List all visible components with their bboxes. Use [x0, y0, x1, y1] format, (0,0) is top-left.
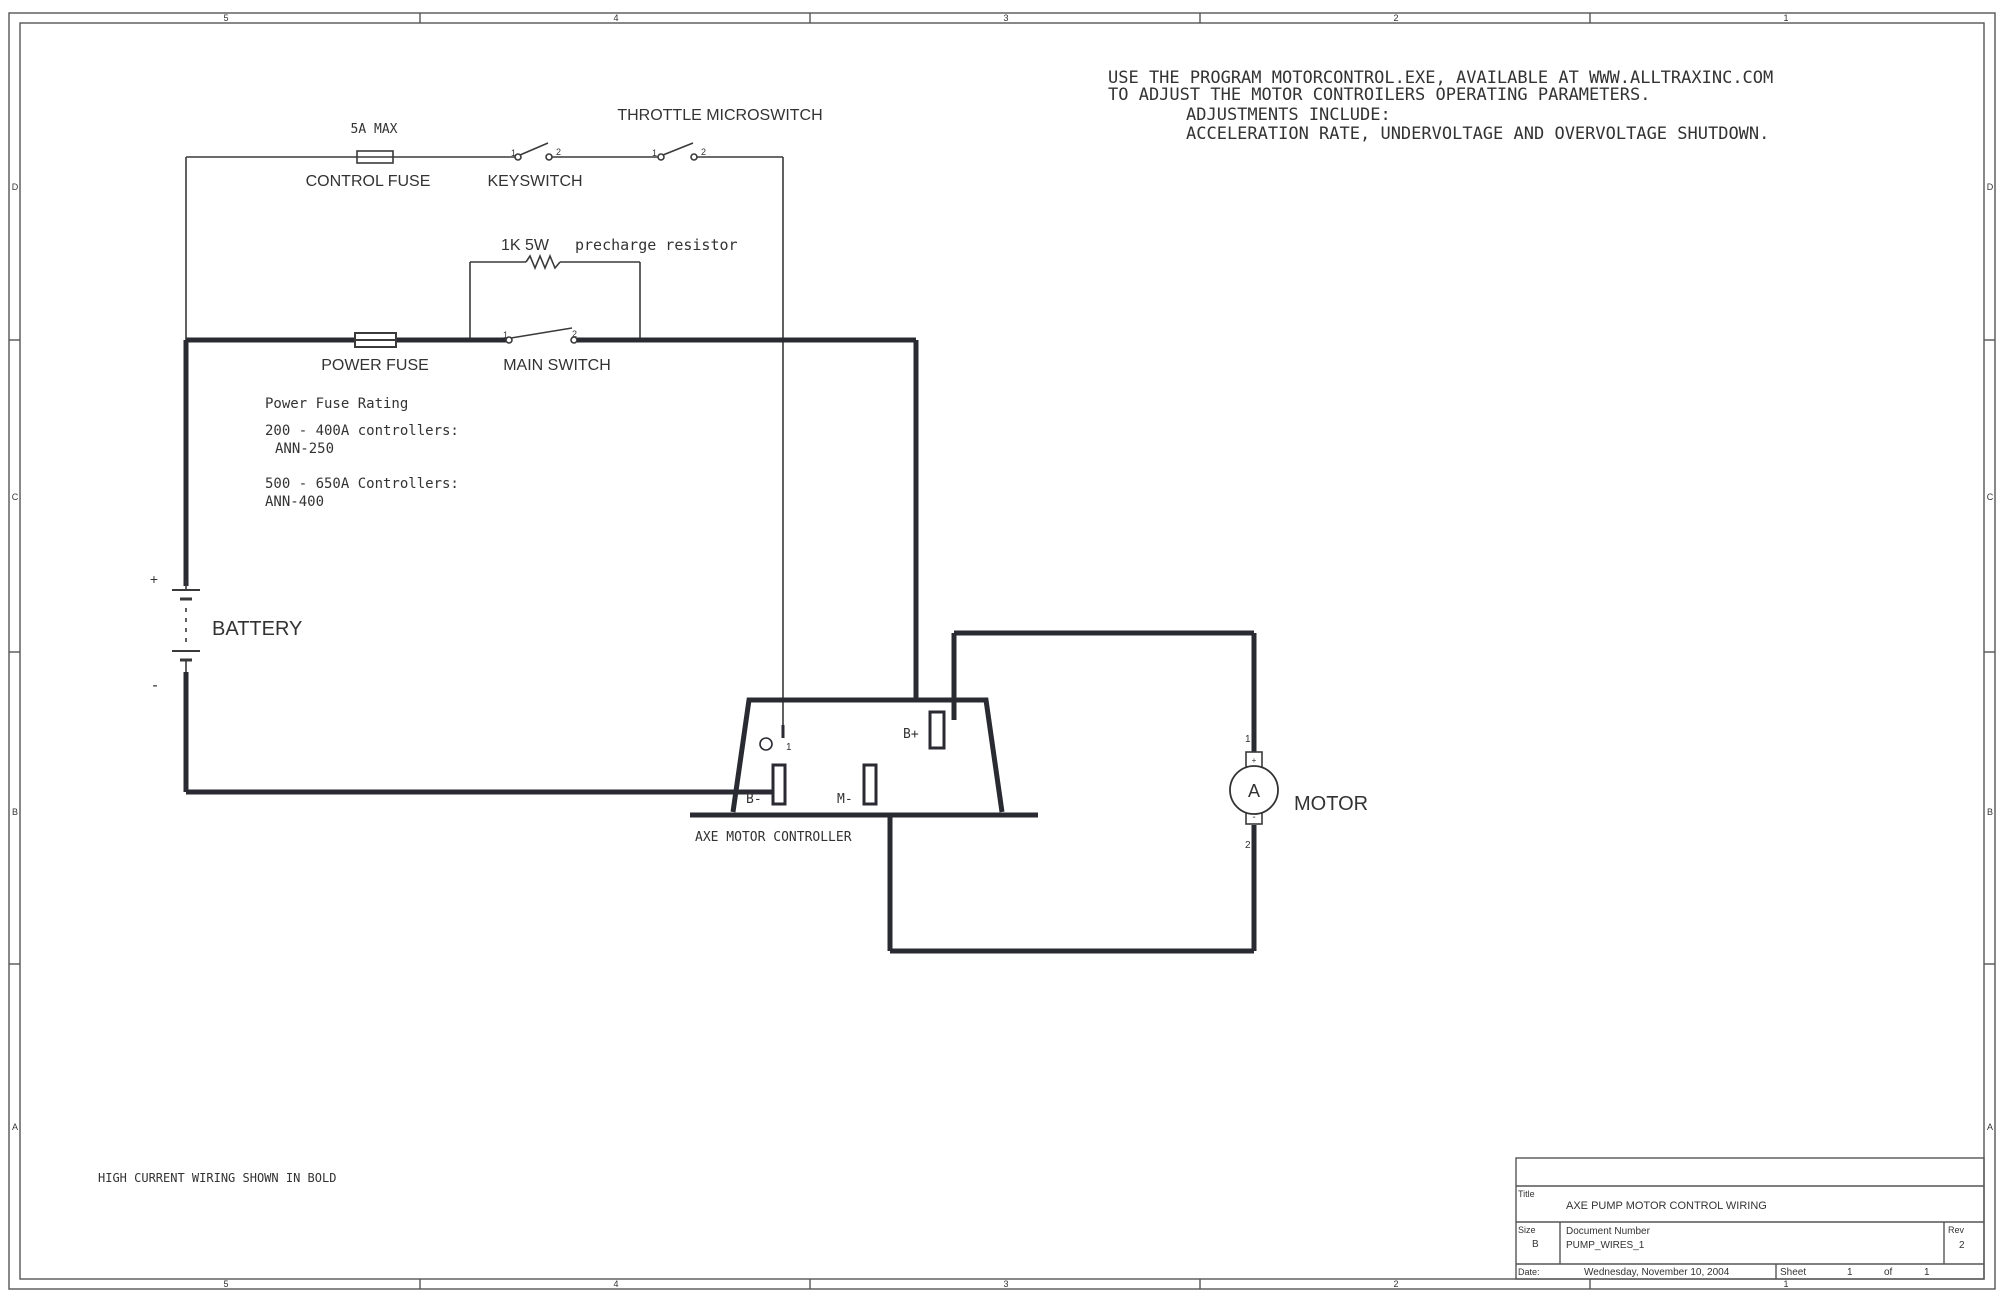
- border-row-label: D: [12, 182, 19, 192]
- keyswitch-symbol: [514, 142, 553, 161]
- title-block-rev-label: Rev: [1948, 1225, 1965, 1235]
- terminal-bplus: [928, 710, 946, 750]
- main-switch-symbol: [500, 327, 640, 344]
- switch-pin-label: 2: [572, 329, 577, 339]
- motor-symbol: [1229, 751, 1279, 825]
- fuse-rating-part: ANN-400: [265, 494, 324, 510]
- border-col-label: 4: [613, 1279, 618, 1289]
- title-block-title-label: Title: [1518, 1189, 1535, 1199]
- fuse-rating-title: Power Fuse Rating: [265, 396, 408, 412]
- terminal-bminus-label: B-: [746, 792, 762, 807]
- terminal-mminus: [862, 763, 878, 806]
- motor-symbol-label: A: [1248, 781, 1260, 801]
- motor-pin-label: 2: [1245, 840, 1251, 851]
- border-col-label: 4: [613, 13, 618, 23]
- note-line: ACCELERATION RATE, UNDERVOLTAGE AND OVER…: [1186, 124, 1769, 144]
- border-col-label: 3: [1003, 1279, 1008, 1289]
- motor-label: MOTOR: [1294, 793, 1368, 815]
- title-block-title: AXE PUMP MOTOR CONTROL WIRING: [1566, 1200, 1767, 1212]
- main-switch-label: MAIN SWITCH: [503, 357, 611, 374]
- border-row-label: A: [1987, 1122, 1993, 1132]
- program-notes: USE THE PROGRAM MOTORCONTROL.EXE, AVAILA…: [1108, 68, 1773, 144]
- border-col-label: 1: [1783, 13, 1788, 23]
- battery-symbol: [172, 580, 200, 672]
- drawing-frame: [8, 12, 1996, 1290]
- resistor-value-label: 1K 5W: [501, 237, 550, 254]
- title-block-date-label: Date:: [1518, 1267, 1540, 1277]
- motor-plus-label: +: [1252, 756, 1257, 765]
- title-block-sheet-label: Sheet: [1780, 1267, 1806, 1278]
- border-col-label: 5: [223, 13, 228, 23]
- border-row-label: A: [12, 1122, 18, 1132]
- battery-plus-label: +: [150, 571, 158, 587]
- keyswitch-label: KEYSWITCH: [487, 173, 582, 190]
- title-block-sheet: 1: [1847, 1267, 1853, 1278]
- battery-minus-label: -: [152, 677, 157, 694]
- border-row-label: C: [12, 492, 19, 502]
- resistor-name-label: precharge resistor: [575, 236, 738, 254]
- border-row-label: D: [1987, 182, 1994, 192]
- control-fuse-label: CONTROL FUSE: [306, 173, 431, 190]
- terminal-o-pin-label: 1: [786, 742, 792, 753]
- title-block-docnum-label: Document Number: [1566, 1226, 1651, 1237]
- terminal-bminus: [771, 763, 787, 806]
- border-row-label: B: [1987, 807, 1993, 817]
- switch-pin-label: 1: [503, 330, 508, 340]
- switch-pin-label: 2: [701, 147, 706, 157]
- border-col-label: 3: [1003, 13, 1008, 23]
- note-line: USE THE PROGRAM MOTORCONTROL.EXE, AVAILA…: [1108, 68, 1773, 88]
- border-col-label: 5: [223, 1279, 228, 1289]
- title-block-date: Wednesday, November 10, 2004: [1584, 1267, 1730, 1278]
- border-col-label: 1: [1783, 1279, 1788, 1289]
- border-col-label: 2: [1393, 1279, 1398, 1289]
- title-block-of: 1: [1924, 1267, 1930, 1278]
- border-row-label: C: [1987, 492, 1994, 502]
- title-block-size: B: [1532, 1239, 1539, 1250]
- title-block-of-label: of: [1884, 1267, 1893, 1278]
- motor-pin-label: 1: [1245, 734, 1251, 745]
- fuse-rating-part: ANN-250: [275, 441, 334, 457]
- terminal-bplus-label: B+: [903, 727, 919, 742]
- power-fuse-label: POWER FUSE: [321, 357, 429, 374]
- fuse-rating-range: 200 - 400A controllers:: [265, 423, 459, 439]
- terminal-mminus-label: M-: [837, 792, 853, 807]
- title-block-size-label: Size: [1518, 1225, 1536, 1235]
- battery-label: BATTERY: [212, 618, 302, 640]
- control-circuit: [185, 156, 784, 738]
- title-block-rev: 2: [1959, 1240, 1965, 1251]
- border-col-label: 2: [1393, 13, 1398, 23]
- border-row-label: B: [12, 807, 18, 817]
- terminal-o-symbol: [759, 737, 773, 751]
- fuse-rating-range: 500 - 650A Controllers:: [265, 476, 459, 492]
- title-block-docnum: PUMP_WIRES_1: [1566, 1240, 1645, 1251]
- title-block: [1515, 1157, 1985, 1280]
- footnote: HIGH CURRENT WIRING SHOWN IN BOLD: [98, 1171, 336, 1185]
- high-current-circuit: [183, 337, 1257, 954]
- motor-minus-label: -: [1252, 812, 1255, 823]
- control-fuse-rating: 5A MAX: [351, 122, 398, 137]
- controller-label: AXE MOTOR CONTROLLER: [695, 830, 852, 845]
- power-fuse-rating-notes: Power Fuse Rating 200 - 400A controllers…: [265, 396, 459, 510]
- throttle-microswitch-label: THROTTLE MICROSWITCH: [617, 107, 822, 124]
- note-line: ADJUSTMENTS INCLUDE:: [1186, 105, 1391, 125]
- throttle-microswitch-symbol: [657, 142, 698, 161]
- note-line: TO ADJUST THE MOTOR CONTROILERS OPERATIN…: [1108, 85, 1650, 105]
- switch-pin-label: 1: [511, 148, 516, 158]
- switch-pin-label: 2: [556, 147, 561, 157]
- switch-pin-label: 1: [652, 148, 657, 158]
